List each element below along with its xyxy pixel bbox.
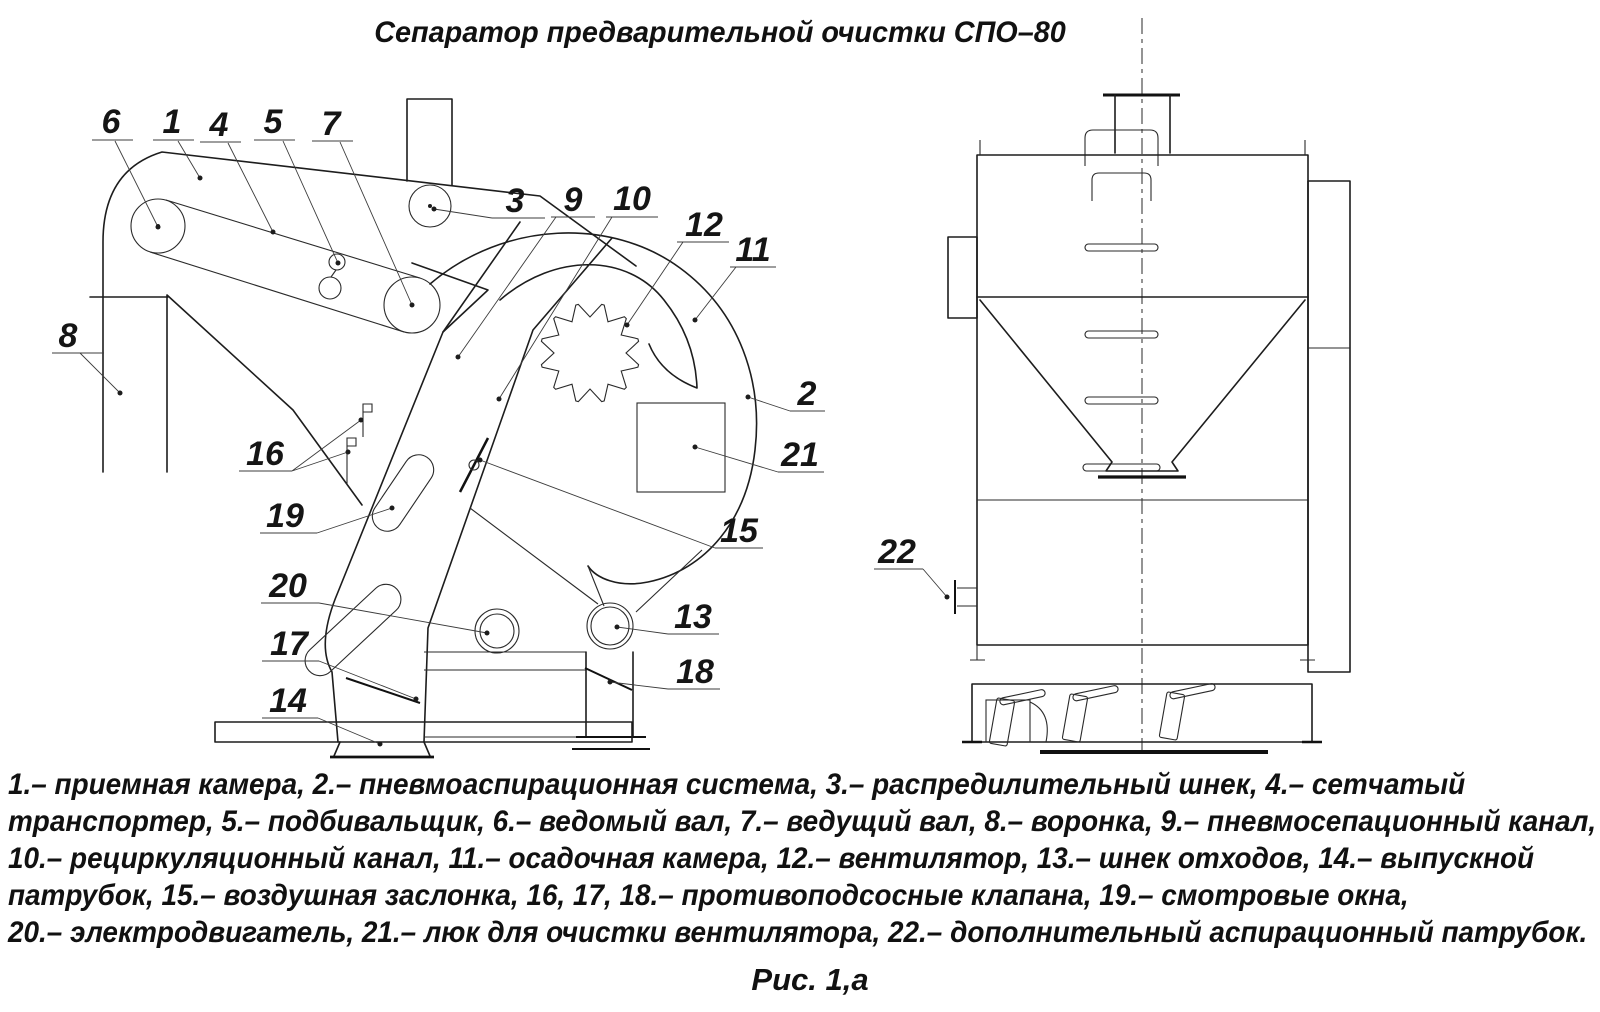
sight-window-lower	[304, 583, 402, 677]
motor-circle	[474, 608, 520, 654]
callout-18: 18	[676, 653, 714, 691]
front-view-drawing	[947, 18, 1351, 758]
anti-suction-clips	[346, 403, 373, 485]
callout-20: 20	[268, 567, 307, 605]
lever-2	[1061, 685, 1119, 743]
fan-wheel	[540, 303, 640, 403]
legend-line-4: патрубок, 15.– воздушная заслонка, 16, 1…	[8, 879, 1409, 912]
legend-line-1: 1.– приемная камера, 2.– пневмоаспирацио…	[8, 768, 1466, 801]
callout-3: 3	[506, 182, 525, 220]
callout-7: 7	[322, 105, 343, 143]
waste-screw-circle	[586, 602, 634, 650]
fan-cleaning-hatch	[636, 402, 726, 493]
mesh-conveyor	[130, 184, 452, 334]
callout-6: 6	[102, 103, 122, 141]
callout-17: 17	[270, 625, 310, 663]
callout-5: 5	[264, 103, 284, 141]
pneumo-channel	[304, 221, 613, 743]
callout-15: 15	[720, 512, 759, 550]
distribution-screw-circle	[408, 184, 452, 228]
aspiration-stub	[954, 580, 977, 614]
legend-line-2: транспортер, 5.– подбивальщик, 6.– ведом…	[8, 805, 1597, 838]
side-view-drawing	[89, 98, 758, 759]
callout-14: 14	[269, 682, 307, 720]
callout-16: 16	[246, 435, 285, 473]
callout-12: 12	[685, 206, 723, 244]
legend-line-5: 20.– электродвигатель, 21.– люк для очис…	[8, 916, 1588, 949]
chimney	[406, 98, 453, 186]
driven-pulley	[130, 198, 186, 254]
air-damper	[458, 437, 490, 493]
legend: 1.– приемная камера, 2.– пневмоаспирацио…	[8, 766, 1597, 951]
callout-9: 9	[564, 181, 583, 219]
callout-2: 2	[797, 375, 817, 413]
legend-line-3: 10.– рециркуляционный канал, 11.– осадоч…	[8, 842, 1535, 875]
callout-8: 8	[59, 317, 78, 355]
sediment-chamber	[429, 232, 758, 613]
lever-1	[988, 689, 1046, 747]
callout-21: 21	[780, 436, 819, 474]
funnel-duct	[89, 294, 363, 506]
frame-and-base	[214, 651, 650, 759]
hood-notch	[411, 262, 489, 333]
drawing-title: Сепаратор предварительной очистки СПО–80	[374, 16, 1066, 49]
hood-outline	[102, 151, 637, 473]
right-aspiration-duct	[1307, 180, 1351, 673]
ladder-handle	[1091, 172, 1152, 201]
lower-frame	[962, 645, 1322, 754]
callout-22: 22	[877, 533, 916, 571]
rung-3	[1084, 396, 1159, 405]
top-stub	[1114, 94, 1171, 154]
stub-handle	[1084, 129, 1159, 166]
callout-leaders	[52, 139, 950, 747]
rung-4	[1082, 463, 1161, 472]
outlet-flange	[333, 741, 431, 757]
callout-4: 4	[209, 106, 229, 144]
callout-numbers: 6 1 4 5 7 3 9 10 12 11 2 21 15 16 19 20 …	[59, 103, 916, 720]
sight-window-upper	[371, 454, 435, 532]
beater-roller	[328, 253, 346, 271]
callout-10: 10	[613, 180, 651, 218]
rung-1	[1084, 243, 1159, 252]
right-leg-valve	[584, 667, 633, 691]
callout-13: 13	[674, 598, 712, 636]
callout-19: 19	[266, 497, 304, 535]
hopper	[976, 296, 1309, 479]
callout-11: 11	[735, 231, 770, 269]
drive-pulley	[383, 276, 441, 334]
callout-1: 1	[163, 103, 182, 141]
lever-3	[1158, 683, 1216, 741]
left-leg-valve	[345, 677, 421, 704]
figure-caption: Рис. 1,а	[751, 962, 869, 997]
rung-2	[1084, 330, 1159, 339]
left-port	[947, 236, 978, 319]
